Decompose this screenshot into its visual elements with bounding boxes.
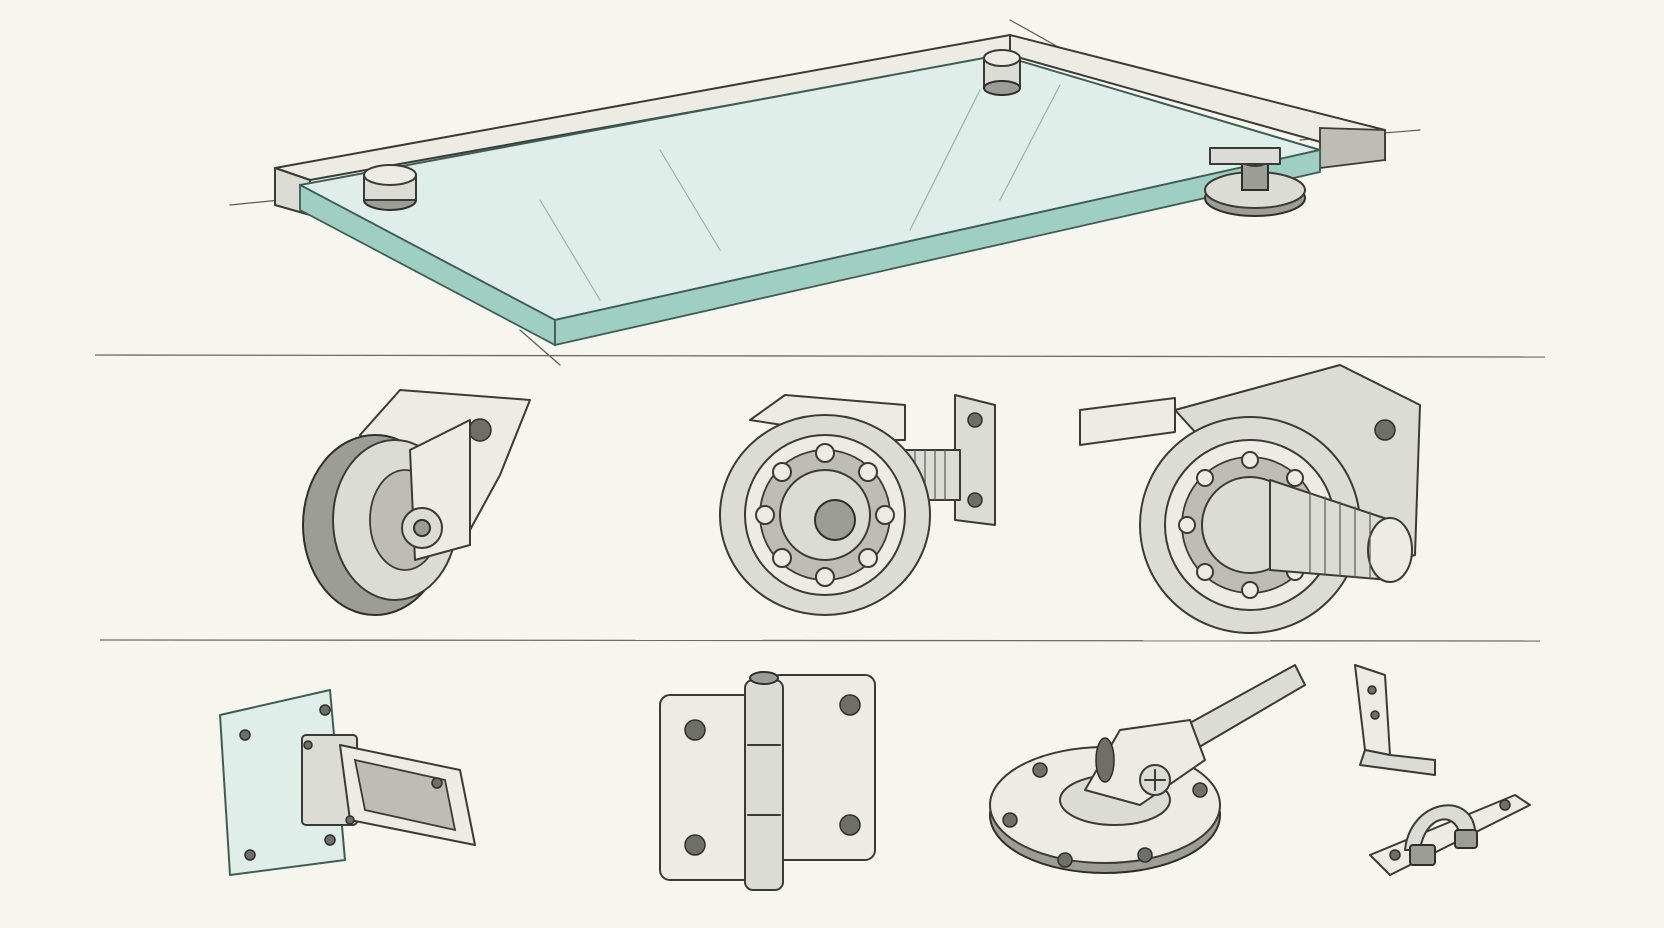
glass-shelf-assembly [229,19,1421,366]
glass-mounting-bracket [219,689,476,876]
angle-bracket [1354,664,1436,776]
row-divider [94,354,1546,358]
butt-hinge [659,671,876,891]
pillow-block-bearing-on-shaft [1079,364,1421,634]
pipe-clamp-strap [1369,794,1531,876]
glass-clamp-back [983,49,1021,96]
adjustable-foot-right [1204,147,1306,217]
round-base-pivot-mount [989,664,1306,874]
flange-bearing-threaded-stud [719,394,996,616]
row-divider [99,639,1541,642]
glass-clamp-left [363,164,417,211]
caster-wheel [302,389,531,616]
